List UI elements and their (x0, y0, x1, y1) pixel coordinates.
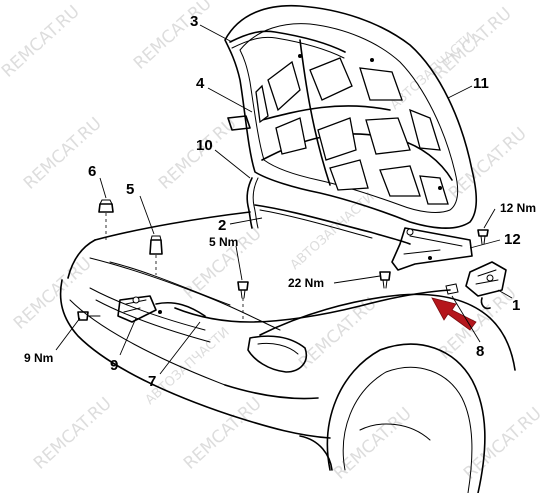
callout-8: 8 (476, 343, 484, 360)
hood-release-lever (465, 261, 507, 310)
callout-10: 10 (196, 137, 213, 154)
callout-3: 3 (190, 13, 198, 30)
hood-bolt-hole-1 (298, 54, 302, 58)
hood-lock (117, 295, 206, 323)
bolt-9nm (77, 311, 101, 321)
hood-bumper-left (98, 199, 114, 240)
hood (224, 4, 478, 229)
watermark-layer: REMCAT.RU REMCAT.RU REMCAT.RU REMCAT.RU … (0, 0, 546, 484)
watermark-ru-3: АВТОЗАПЧАСТИ (288, 190, 378, 273)
hood-bolt-hole-3 (438, 186, 442, 190)
cable-location-arrow (431, 297, 477, 331)
torque-labels: 12 Nm 5 Nm 22 Nm 9 Nm (24, 201, 536, 365)
callout-12: 12 (504, 231, 521, 248)
callout-4: 4 (196, 75, 205, 92)
callout-1: 1 (512, 297, 520, 314)
watermark-11: REMCAT.RU (30, 394, 116, 474)
hood-hinge (391, 227, 473, 271)
hood-release-cable (174, 289, 451, 323)
watermark-1: REMCAT.RU (0, 2, 84, 82)
torque-9nm: 9 Nm (24, 351, 53, 365)
watermark-12: REMCAT.RU (180, 394, 266, 474)
torque-5nm: 5 Nm (209, 235, 238, 249)
hood-support-rod (254, 204, 411, 245)
callout-7: 7 (148, 373, 156, 390)
torque-22nm: 22 Nm (288, 276, 324, 290)
bolt-5nm (237, 281, 249, 320)
car-body (59, 211, 516, 493)
watermark-3: REMCAT.RU (20, 114, 106, 194)
components (77, 177, 507, 323)
callout-2: 2 (218, 217, 226, 234)
watermark-10: REMCAT.RU (10, 254, 96, 334)
hood-bumper-center (149, 235, 163, 275)
callout-11: 11 (473, 75, 489, 92)
callout-6: 6 (88, 163, 96, 180)
watermark-2: REMCAT.RU (130, 0, 216, 74)
watermark-13: REMCAT.RU (330, 404, 416, 484)
leader-lines (55, 24, 513, 375)
hood-bolt-hole-2 (370, 58, 374, 62)
torque-12nm: 12 Nm (500, 201, 536, 215)
hinge-bolt-12nm (477, 229, 489, 245)
callout-labels: 3 4 10 11 6 5 2 12 1 8 9 7 (88, 13, 521, 390)
callout-5-upper: 5 (126, 181, 134, 198)
watermark-ru-2: АВТОЗАПЧАСТИ (143, 325, 233, 408)
callout-9: 9 (110, 357, 118, 374)
hood-weatherstrip (246, 177, 253, 229)
bolt-22nm (379, 271, 391, 289)
watermark-14: REMCAT.RU (460, 404, 546, 484)
